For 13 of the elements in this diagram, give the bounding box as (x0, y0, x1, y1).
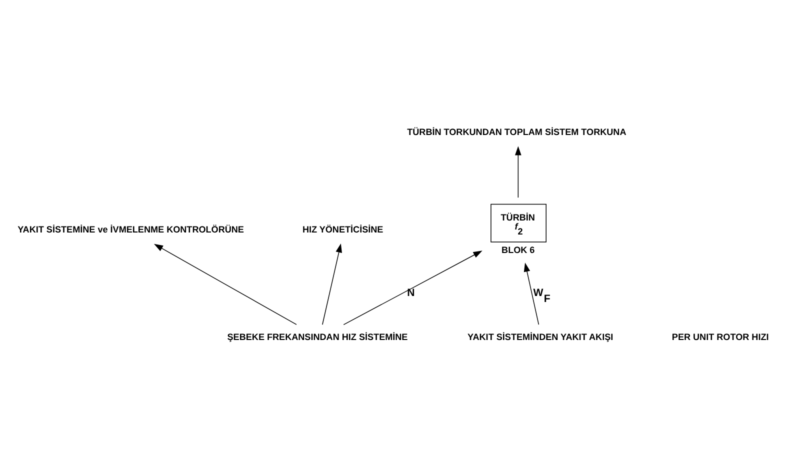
edge-label: N (407, 287, 415, 300)
arrow (154, 244, 297, 325)
node-text: YAKIT SİSTEMİNE ve İVMELENME KONTROLÖRÜNE (18, 224, 244, 234)
label: PER UNIT ROTOR HIZI (672, 332, 769, 342)
arrow (322, 243, 342, 325)
node-text: ŞEBEKE FREKANSINDAN HIZ SİSTEMİNE (227, 332, 408, 342)
arrow (524, 262, 540, 325)
arrow (514, 146, 522, 198)
arrow (343, 250, 482, 326)
node-text: YAKIT SİSTEMİNDEN YAKIT AKIŞI (468, 332, 614, 342)
node-text: HIZ YÖNETİCİSİNE (302, 224, 384, 234)
node-label: BLOK 6 (502, 245, 535, 256)
node-text: TÜRBİN TORKUNDAN TOPLAM SİSTEM TORKUNA (407, 127, 626, 138)
